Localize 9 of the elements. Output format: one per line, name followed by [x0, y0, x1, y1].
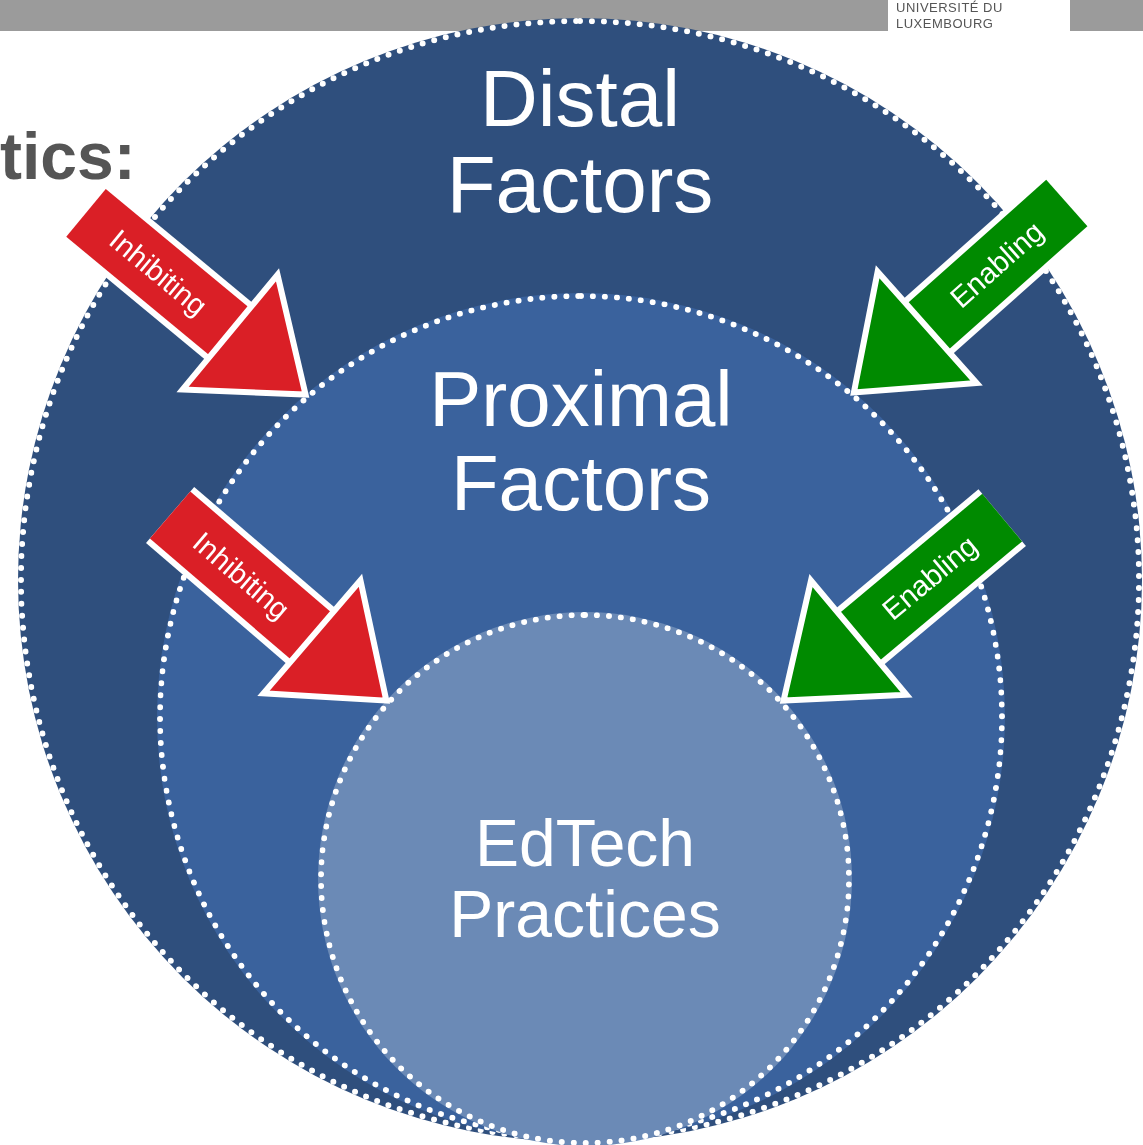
- circle-label: Distal Factors: [445, 56, 715, 229]
- block-arrow: [149, 491, 390, 704]
- title-fragment: tics:: [0, 118, 136, 194]
- circle-label: EdTech Practices: [448, 808, 722, 951]
- block-arrow: [780, 493, 1023, 704]
- block-arrow: [66, 189, 309, 398]
- circle-label: Proximal Factors: [428, 357, 734, 526]
- university-name: UNIVERSITÉ DU LUXEMBOURG: [896, 0, 1004, 32]
- block-arrow: [850, 179, 1088, 396]
